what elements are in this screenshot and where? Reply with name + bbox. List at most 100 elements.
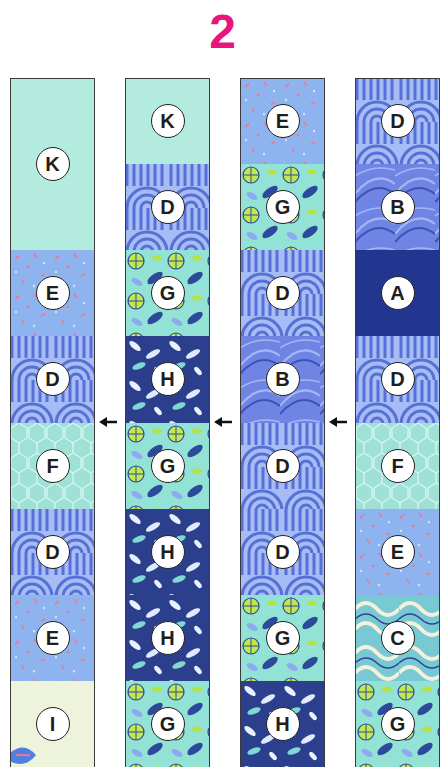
- letter-badge: D: [266, 449, 300, 483]
- letter-badge: B: [381, 190, 415, 224]
- fabric-letter: B: [390, 197, 404, 217]
- letter-badge: D: [266, 276, 300, 310]
- fabric-square: I: [10, 681, 95, 767]
- join-arrow: [106, 421, 117, 424]
- letter-badge: C: [381, 621, 415, 655]
- letter-badge: F: [381, 449, 415, 483]
- fabric-letter: G: [390, 714, 406, 734]
- fabric-letter: H: [160, 628, 174, 648]
- letter-badge: E: [36, 621, 70, 655]
- letter-badge: D: [381, 104, 415, 138]
- fabric-letter: D: [160, 197, 174, 217]
- fabric-square: H: [125, 336, 210, 422]
- join-arrowhead: [99, 417, 107, 427]
- fabric-letter: F: [46, 456, 58, 476]
- fabric-letter: E: [46, 283, 59, 303]
- fabric-letter: D: [45, 369, 59, 389]
- join-arrow: [336, 421, 347, 424]
- letter-badge: E: [266, 104, 300, 138]
- letter-badge: G: [381, 707, 415, 741]
- fabric-letter: G: [275, 628, 291, 648]
- fabric-letter: D: [275, 283, 289, 303]
- fabric-square: D: [240, 250, 325, 336]
- fabric-square: F: [10, 423, 95, 509]
- fabric-letter: B: [275, 369, 289, 389]
- letter-badge: D: [381, 362, 415, 396]
- letter-badge: I: [36, 707, 70, 741]
- fabric-square: D: [240, 509, 325, 595]
- fabric-letter: G: [160, 456, 176, 476]
- fabric-letter: G: [160, 714, 176, 734]
- fabric-letter: H: [275, 714, 289, 734]
- fabric-square: H: [240, 681, 325, 767]
- fabric-letter: H: [160, 369, 174, 389]
- letter-badge: A: [381, 276, 415, 310]
- fabric-square: D: [240, 423, 325, 509]
- fabric-square: F: [355, 423, 440, 509]
- fabric-square: G: [240, 164, 325, 250]
- letter-badge: G: [151, 449, 185, 483]
- letter-badge: H: [151, 362, 185, 396]
- fabric-square: D: [125, 164, 210, 250]
- letter-badge: H: [151, 535, 185, 569]
- fabric-square: G: [125, 423, 210, 509]
- fabric-letter: D: [275, 456, 289, 476]
- join-arrow: [221, 421, 232, 424]
- fabric-letter: D: [45, 542, 59, 562]
- letter-badge: E: [381, 535, 415, 569]
- fabric-square: G: [355, 681, 440, 767]
- fabric-square: G: [240, 595, 325, 681]
- letter-badge: D: [36, 535, 70, 569]
- fabric-square: E: [10, 595, 95, 681]
- letter-badge: D: [266, 535, 300, 569]
- letter-badge: H: [151, 621, 185, 655]
- fabric-square: A: [355, 250, 440, 336]
- fabric-square: E: [240, 78, 325, 164]
- fabric-letter: G: [160, 283, 176, 303]
- letter-badge: G: [151, 707, 185, 741]
- join-arrowhead: [329, 417, 337, 427]
- letter-badge: D: [36, 362, 70, 396]
- fabric-square: D: [10, 509, 95, 595]
- fabric-square: C: [355, 595, 440, 681]
- fabric-letter: D: [390, 369, 404, 389]
- fabric-square: H: [125, 509, 210, 595]
- fabric-letter: D: [390, 111, 404, 131]
- fabric-letter: A: [390, 283, 404, 303]
- fabric-letter: K: [160, 111, 174, 131]
- fabric-letter: I: [50, 714, 56, 734]
- fabric-square: B: [240, 336, 325, 422]
- fabric-square: D: [355, 336, 440, 422]
- letter-badge: H: [266, 707, 300, 741]
- fabric-square: K: [125, 78, 210, 164]
- fabric-square: E: [355, 509, 440, 595]
- fabric-square: E: [10, 250, 95, 336]
- fabric-letter: E: [276, 111, 289, 131]
- fabric-letter: E: [391, 542, 404, 562]
- fabric-letter: G: [275, 197, 291, 217]
- letter-badge: G: [151, 276, 185, 310]
- fabric-square: D: [355, 78, 440, 164]
- fabric-square: H: [125, 595, 210, 681]
- join-arrowhead: [214, 417, 222, 427]
- pattern-number: 2: [0, 0, 445, 64]
- letter-badge: G: [266, 621, 300, 655]
- fabric-square: K: [10, 78, 95, 250]
- fabric-letter: H: [160, 542, 174, 562]
- fabric-letter: K: [45, 154, 59, 174]
- fabric-letter: C: [390, 628, 404, 648]
- fabric-square: G: [125, 681, 210, 767]
- letter-badge: G: [266, 190, 300, 224]
- letter-badge: K: [36, 147, 70, 181]
- letter-badge: F: [36, 449, 70, 483]
- fabric-letter: F: [391, 456, 403, 476]
- fabric-letter: D: [275, 542, 289, 562]
- fabric-square: B: [355, 164, 440, 250]
- letter-badge: D: [151, 190, 185, 224]
- fabric-square: G: [125, 250, 210, 336]
- letter-badge: B: [266, 362, 300, 396]
- fabric-letter: E: [46, 628, 59, 648]
- fabric-square: D: [10, 336, 95, 422]
- letter-badge: E: [36, 276, 70, 310]
- letter-badge: K: [151, 104, 185, 138]
